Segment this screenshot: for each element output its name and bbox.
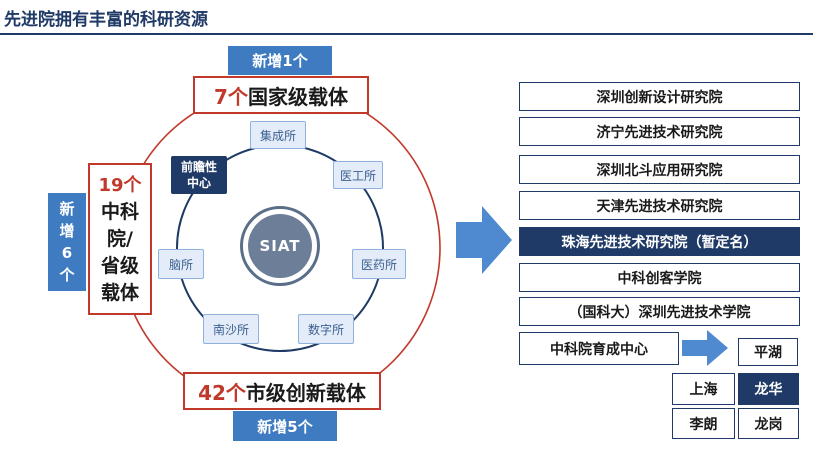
cas-label-line: 省级 <box>100 254 139 277</box>
cas-platform-box: 19个 中科 院/ 省级 载体 <box>88 163 152 315</box>
siat-logo-inner: SIAT <box>248 214 312 278</box>
new-cas-tag: 新 增 6 个 <box>48 193 86 291</box>
node-qianzhan[interactable]: 前瞻性 中心 <box>171 156 227 194</box>
municipal-count: 42个 <box>198 380 246 405</box>
institute-sz-beidou[interactable]: 深圳北斗应用研究院 <box>519 155 800 184</box>
cas-label-line: 中科 <box>100 200 139 223</box>
title-divider <box>0 33 813 35</box>
institute-ucas-sz[interactable]: （国科大）深圳先进技术学院 <box>519 297 800 326</box>
cas-count: 19个 <box>98 174 142 196</box>
node-jcs[interactable]: 集成所 <box>250 121 306 149</box>
new-cas-tag-line: 个 <box>59 266 75 284</box>
siat-logo-text: SIAT <box>259 237 301 255</box>
new-cas-tag-line: 6 <box>61 244 73 262</box>
district-longhua[interactable]: 龙华 <box>738 373 799 405</box>
national-label: 国家级载体 <box>247 84 348 109</box>
right-arrow-icon <box>456 206 512 274</box>
municipal-platform-box: 42个市级创新载体 <box>183 372 381 410</box>
node-qianzhan-line: 前瞻性 <box>180 160 217 174</box>
national-platform-box: 7个国家级载体 <box>193 76 369 114</box>
cas-label-line: 载体 <box>100 281 139 304</box>
district-shanghai[interactable]: 上海 <box>672 373 735 405</box>
cas-incubator[interactable]: 中科院育成中心 <box>519 332 679 365</box>
district-longgang[interactable]: 龙岗 <box>738 408 799 439</box>
institute-zhuhai[interactable]: 珠海先进技术研究院（暂定名） <box>519 227 800 256</box>
district-lilang[interactable]: 李朗 <box>672 408 735 439</box>
small-arrow-icon <box>682 330 728 366</box>
new-municipal-tag: 新增5个 <box>233 411 337 441</box>
municipal-label: 市级创新载体 <box>245 380 366 405</box>
new-cas-tag-line: 增 <box>59 222 75 240</box>
node-szs[interactable]: 数字所 <box>298 314 354 344</box>
node-ns[interactable]: 脑所 <box>158 249 204 279</box>
node-qianzhan-line: 中心 <box>186 176 211 190</box>
cas-label-line: 院/ <box>107 227 133 250</box>
district-pinghu[interactable]: 平湖 <box>738 338 798 366</box>
node-yys[interactable]: 医药所 <box>352 249 406 279</box>
institute-jining[interactable]: 济宁先进技术研究院 <box>519 117 800 146</box>
page-title: 先进院拥有丰富的科研资源 <box>4 10 208 30</box>
node-ygs[interactable]: 医工所 <box>333 161 383 189</box>
new-national-tag: 新增1个 <box>228 46 332 75</box>
national-count: 7个 <box>214 84 248 109</box>
institute-sz-design[interactable]: 深圳创新设计研究院 <box>519 82 800 111</box>
new-cas-tag-line: 新 <box>59 200 75 218</box>
institute-tianjin[interactable]: 天津先进技术研究院 <box>519 191 800 220</box>
institute-maker[interactable]: 中科创客学院 <box>519 263 800 292</box>
node-nss[interactable]: 南沙所 <box>203 314 259 344</box>
